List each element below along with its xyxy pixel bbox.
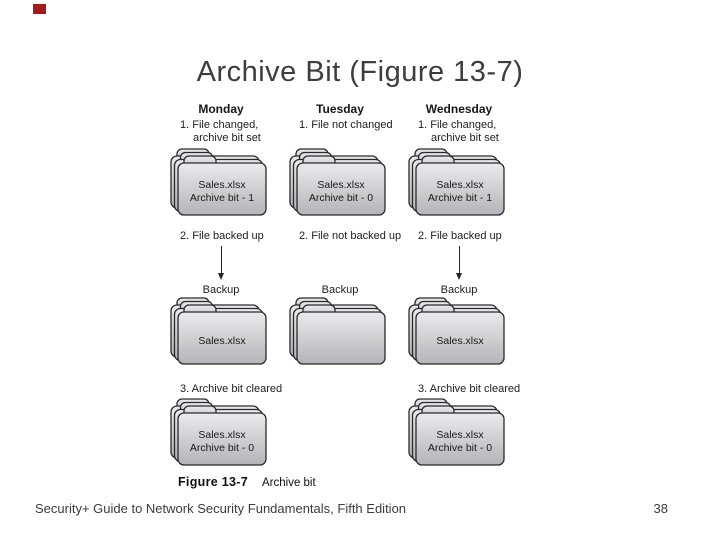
down-arrow-wednesday [454,246,464,280]
step1-line1: 1. File changed, [180,119,259,131]
step2-label-tuesday: 2. File not backed up [280,230,417,243]
step1-line2: archive bit set [193,131,261,144]
day-header-tuesday: Tuesday [316,102,364,116]
step3-label-monday: 3. Archive bit cleared [161,383,298,396]
slide-title: Archive Bit (Figure 13-7) [196,56,524,88]
folder-monday-backup: Sales.xlsx [169,296,273,368]
folder-monday-cleared: Sales.xlsx Archive bit - 0 [169,397,273,469]
step1-label-tuesday: 1. File not changed [280,119,417,132]
step2-label-wednesday: 2. File backed up [399,230,536,243]
arrow-shaft [458,246,460,273]
figure-caption-text: Archive bit [262,477,316,489]
folder-archive-bit: Archive bit - 0 [308,192,374,204]
arrow-shaft [220,246,222,273]
step2-text: 2. File backed up [180,230,264,242]
slide-corner-marker [33,4,46,14]
footer-book-title: Security+ Guide to Network Security Fund… [35,501,407,516]
arrow-head [218,273,224,280]
down-arrow-monday [216,246,226,280]
folder-tuesday-original: Sales.xlsx Archive bit - 0 [288,147,392,219]
folder-archive-bit: Archive bit - 0 [189,442,255,454]
step1-line2: archive bit set [431,131,499,144]
folder-filename: Sales.xlsx [317,179,365,191]
folder-filename: Sales.xlsx [436,179,484,191]
day-header-wednesday: Wednesday [425,102,493,116]
page-number: 38 [653,501,668,516]
folder-wednesday-original: Sales.xlsx Archive bit - 1 [407,147,511,219]
folder-filename: Sales.xlsx [198,334,246,347]
step1-label-monday: 1. File changed, archive bit set [161,119,298,144]
column-monday: Monday 1. File changed, archive bit set … [161,100,282,475]
column-wednesday: Wednesday 1. File changed, archive bit s… [399,100,520,475]
backup-label-monday: Backup [202,284,240,296]
folder-filename: Sales.xlsx [436,429,484,441]
step2-label-monday: 2. File backed up [161,230,298,243]
backup-label-wednesday: Backup [440,284,478,296]
step3-text: 3. Archive bit cleared [418,383,521,395]
folder-wednesday-backup: Sales.xlsx [407,296,511,368]
step2-text: 2. File not backed up [299,230,402,242]
step1-label-wednesday: 1. File changed, archive bit set [399,119,536,144]
step1-line1: 1. File not changed [299,119,393,131]
folder-monday-original: Sales.xlsx Archive bit - 1 [169,147,273,219]
backup-label-tuesday: Backup [321,284,359,296]
arrow-head [456,273,462,280]
folder-filename: Sales.xlsx [198,429,246,441]
folder-archive-bit: Archive bit - 1 [427,192,493,204]
figure-caption: Figure 13-7 Archive bit [178,475,316,489]
folder-archive-bit: Archive bit - 1 [189,192,255,204]
folder-tuesday-backup-empty [288,296,392,368]
folder-stack-icon [289,297,386,365]
day-header-monday: Monday [198,102,244,116]
folder-filename: Sales.xlsx [198,179,246,191]
step2-text: 2. File backed up [418,230,502,242]
step3-label-wednesday: 3. Archive bit cleared [399,383,536,396]
folder-filename: Sales.xlsx [436,334,484,347]
column-tuesday: Tuesday 1. File not changed Sales.xlsx A… [280,100,401,475]
folder-wednesday-cleared: Sales.xlsx Archive bit - 0 [407,397,511,469]
figure-caption-label: Figure 13-7 [178,475,248,489]
step1-line1: 1. File changed, [418,119,497,131]
step3-text: 3. Archive bit cleared [180,383,283,395]
folder-archive-bit: Archive bit - 0 [427,442,493,454]
